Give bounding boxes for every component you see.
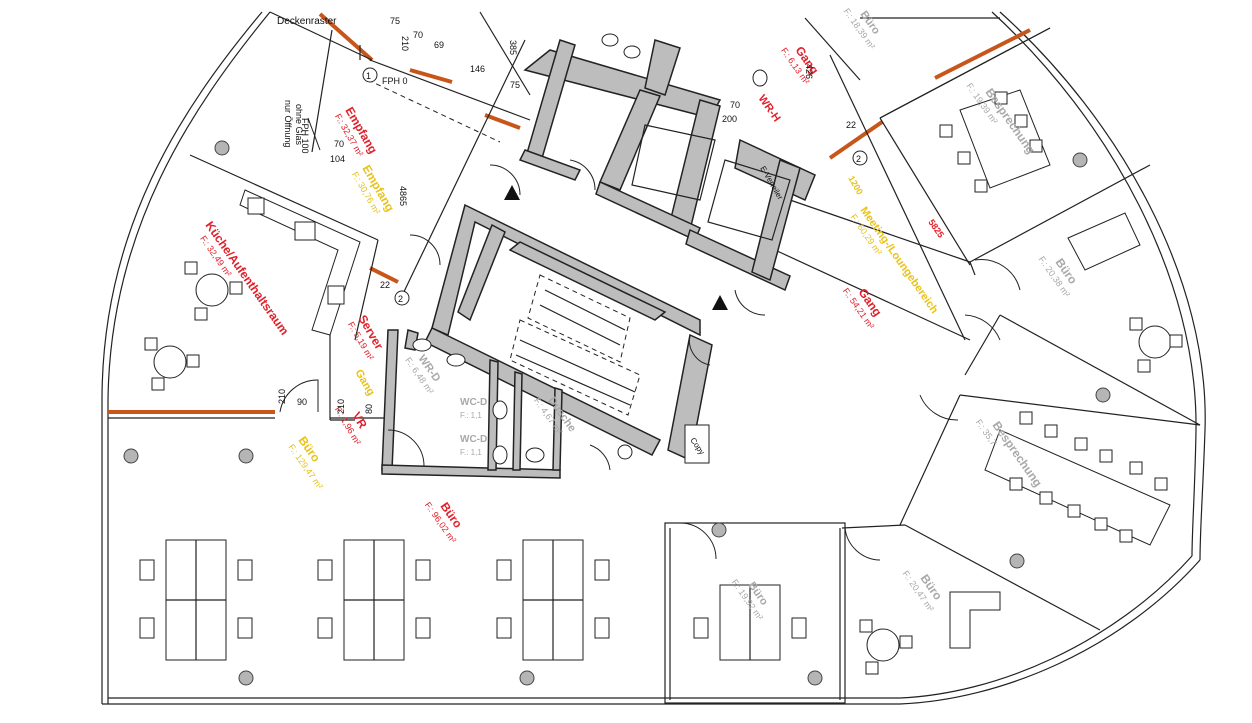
svg-text:75: 75 (390, 16, 400, 26)
svg-text:70: 70 (334, 139, 344, 149)
svg-text:WR-H: WR-H (756, 93, 783, 124)
room-label-wc-d2: WC-D F.: 1,1 (460, 434, 487, 457)
svg-text:2: 2 (398, 294, 403, 304)
svg-text:nur Öffnung: nur Öffnung (283, 100, 293, 147)
sanitary-fixtures (412, 33, 768, 465)
room-label-wr-h: WR-H (756, 93, 783, 124)
room-label-buero-top-right: Büro F.: 18,39 m² (842, 6, 883, 51)
svg-text:200: 200 (722, 114, 737, 124)
room-label-wc-d1: WC-D F.: 1,1 (460, 397, 487, 420)
svg-text:70: 70 (730, 100, 740, 110)
svg-text:104: 104 (330, 154, 345, 164)
fire-walls (108, 12, 1031, 414)
direction-arrows (504, 185, 728, 310)
room-label-buero-red: Büro F.: 96,02 m² (423, 500, 465, 545)
svg-text:210: 210 (277, 389, 287, 404)
doors (279, 159, 1021, 561)
room-label-empfang-yellow: Empfang F.: 30,76 m² (350, 163, 397, 217)
svg-text:WC-D: WC-D (460, 434, 487, 445)
interior-walls (108, 11, 1201, 704)
svg-text:75: 75 (510, 80, 520, 90)
svg-text:70: 70 (413, 30, 423, 40)
svg-text:22: 22 (846, 120, 856, 130)
desk-cluster-3 (496, 539, 610, 661)
svg-text:426: 426 (804, 64, 814, 79)
svg-text:385: 385 (508, 40, 518, 55)
building-envelope (101, 11, 1206, 705)
svg-text:80: 80 (364, 404, 374, 414)
svg-text:69: 69 (434, 40, 444, 50)
svg-text:FPH 100: FPH 100 (300, 118, 310, 154)
columns (123, 140, 1111, 686)
svg-text:ohne Glas: ohne Glas (294, 104, 304, 146)
svg-text:4865: 4865 (398, 186, 408, 206)
room-label-wr-d: WR-D F.: 6,48 m² (403, 353, 442, 396)
svg-text:F.: 1,1: F.: 1,1 (460, 411, 482, 420)
annotation-fph0: FPH 0 (382, 76, 408, 86)
svg-text:WC-D: WC-D (460, 397, 487, 408)
round-tables (144, 261, 1183, 675)
svg-text:1200: 1200 (846, 174, 865, 196)
central-core (381, 39, 816, 479)
marker-1: 1 (362, 67, 378, 83)
svg-text:90: 90 (297, 397, 307, 407)
marker-3: 2 (852, 150, 868, 166)
desk-cluster-1 (139, 539, 253, 661)
meeting-table-top (939, 89, 1051, 193)
svg-text:146: 146 (470, 64, 485, 74)
svg-text:Gang: Gang (352, 368, 376, 398)
marker-2: 2 (394, 290, 410, 306)
annotation-nur-oeffnung: nur Öffnung (283, 100, 293, 147)
room-label-gang-main: Gang F.: 54,21 m² (841, 286, 885, 331)
room-label-server: Server F.: 5,19 m² (346, 313, 386, 362)
annotation-fph100: FPH 100 (300, 118, 310, 154)
room-label-buero-right-bottom: Büro F.: 20,47 m² (901, 569, 946, 614)
svg-text:210: 210 (400, 36, 410, 51)
svg-text:22: 22 (380, 280, 390, 290)
room-label-buero-yellow: Büro F.: 129,47 m² (287, 434, 325, 491)
kitchen-counter (239, 189, 361, 336)
desks-right-offices (949, 212, 1141, 649)
desk-cluster-2 (317, 539, 431, 661)
svg-text:1: 1 (366, 71, 371, 81)
staircase (509, 274, 641, 416)
svg-text:F.: 1,1: F.: 1,1 (460, 448, 482, 457)
dimension-lines (359, 11, 966, 341)
room-label-empfang-red: Empfang F.: 32,37 m² (333, 105, 380, 159)
desk-cluster-small-office (693, 584, 807, 661)
annotation-deckenraster: Deckenraster (277, 16, 337, 27)
room-label-gang-top: Gang F.: 6,13 m² (779, 44, 822, 87)
meeting-table-right (984, 411, 1171, 546)
svg-text:2: 2 (856, 154, 861, 164)
svg-text:210: 210 (336, 399, 346, 414)
annotation-ohne-glas: ohne Glas (294, 104, 304, 146)
room-label-gang-small: Gang (352, 368, 376, 398)
